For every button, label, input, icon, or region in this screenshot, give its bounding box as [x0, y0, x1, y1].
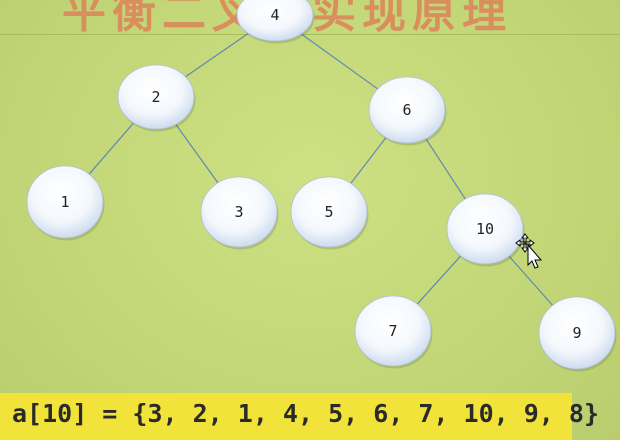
tree-node-label: 1 [60, 193, 69, 211]
tree-node-10: 10 [446, 193, 525, 267]
tree-node-circle [354, 295, 432, 367]
tree-node-circle [368, 76, 446, 144]
tree-edge-2-1 [88, 122, 135, 175]
tree-node-label: 6 [402, 101, 411, 119]
tree-edge-6-10 [425, 138, 466, 200]
tree-node-label: 7 [388, 322, 397, 340]
tree-edge-4-6 [300, 33, 379, 90]
tree-node-circle [290, 176, 368, 248]
move-cursor-icon [515, 233, 543, 269]
tree-node-circle [26, 165, 104, 239]
tree-node-label: 2 [151, 88, 160, 106]
tree-node-circle [117, 64, 195, 130]
tree-node-9: 9 [538, 296, 617, 372]
tree-edges [88, 32, 554, 306]
tree-node-2: 2 [117, 64, 196, 132]
tree-node-3: 3 [200, 176, 279, 250]
tree-edge-4-2 [185, 32, 249, 78]
tree-edge-10-9 [508, 255, 554, 306]
tree-node-label: 4 [270, 6, 279, 24]
array-definition-bar: a[10] = {3, 2, 1, 4, 5, 6, 7, 10, 9, 8} [0, 393, 599, 440]
tree-node-label: 3 [234, 203, 243, 221]
tree-node-circle [200, 176, 278, 248]
tree-node-7: 7 [354, 295, 433, 369]
tree-node-1: 1 [26, 165, 105, 241]
tree-node-circle [236, 0, 314, 42]
tree-edge-10-7 [416, 255, 462, 305]
tree-edge-2-3 [175, 123, 219, 184]
title-divider [0, 34, 620, 35]
tree-node-4: 4 [236, 0, 315, 44]
tree-node-5: 5 [290, 176, 369, 250]
tree-node-circle [538, 296, 616, 370]
tree-node-6: 6 [368, 76, 447, 146]
tree-node-label: 5 [324, 203, 333, 221]
tree-node-circle [446, 193, 524, 265]
tree-nodes: 4 2 6 1 3 5 10 7 9 [26, 0, 617, 372]
tree-node-label: 9 [572, 324, 581, 342]
array-definition-text: a[10] = {3, 2, 1, 4, 5, 6, 7, 10, 9, 8} [12, 399, 599, 428]
tree-node-label: 10 [476, 220, 494, 238]
tree-edge-6-5 [350, 137, 387, 184]
